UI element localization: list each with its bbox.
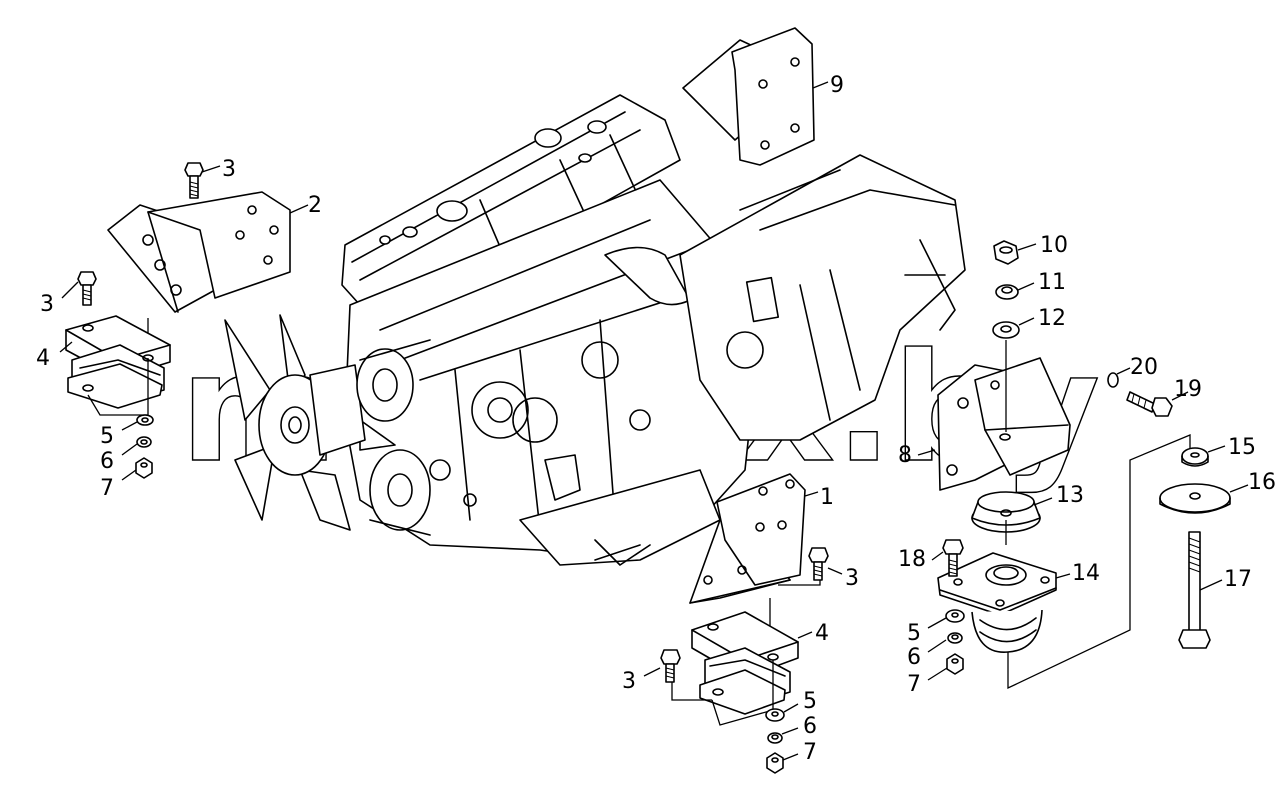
- callout-7: 7: [100, 476, 114, 501]
- callout-2: 2: [308, 193, 322, 218]
- callout-3: 3: [845, 566, 859, 591]
- callout-5: 5: [100, 424, 114, 449]
- part-5-6-7-fasteners-right: [927, 609, 965, 681]
- callout-7: 7: [803, 740, 817, 765]
- callout-11: 11: [1038, 270, 1066, 295]
- callout-16: 16: [1248, 470, 1276, 495]
- callout-3: 3: [222, 157, 236, 182]
- part-4-rubber-pad-bottom: [671, 611, 813, 726]
- callout-13: 13: [1056, 483, 1084, 508]
- callout-7: 7: [907, 672, 921, 697]
- callout-3: 3: [622, 669, 636, 694]
- part-14-engine-damper: [937, 434, 1191, 690]
- callout-5: 5: [907, 621, 921, 646]
- callout-3: 3: [40, 292, 54, 317]
- part-1-front-bracket: [689, 473, 821, 655]
- part-5-6-7-fasteners-bottom: [765, 703, 799, 774]
- part-10-nut: [993, 240, 1037, 265]
- callout-15: 15: [1228, 435, 1256, 460]
- callout-labels: 9 3 2 3 4 5 6 7 10 11 12 20 19 8 15 16 1…: [36, 73, 1276, 765]
- callout-5: 5: [803, 689, 817, 714]
- part-15-washer: [1181, 445, 1226, 467]
- part-4-rubber-pad-left: [59, 315, 171, 416]
- part-3-bolt-left: [61, 271, 97, 306]
- callout-8: 8: [898, 443, 912, 468]
- callout-6: 6: [803, 714, 817, 739]
- part-19-bolt: [1126, 391, 1189, 417]
- part-3-bolt-top: [184, 162, 221, 199]
- callout-20: 20: [1130, 355, 1158, 380]
- engine-assembly: [224, 94, 966, 566]
- part-8-rear-bracket: [917, 340, 1071, 491]
- callout-17: 17: [1224, 567, 1252, 592]
- callout-18: 18: [898, 547, 926, 572]
- callout-6: 6: [100, 449, 114, 474]
- part-3-bolt-center: [808, 547, 843, 581]
- callout-9: 9: [830, 73, 844, 98]
- part-3-bolt-bottom: [643, 649, 681, 683]
- callout-19: 19: [1174, 377, 1202, 402]
- part-9-rear-bracket: [682, 27, 829, 166]
- part-13-rubber-cushion: [971, 491, 1053, 533]
- part-17-long-bolt: [1178, 531, 1223, 649]
- callout-6: 6: [907, 645, 921, 670]
- part-5-6-7-fasteners-left: [121, 414, 154, 481]
- callout-1: 1: [820, 485, 834, 510]
- callout-12: 12: [1038, 306, 1066, 331]
- callout-4: 4: [36, 346, 50, 371]
- callout-4: 4: [815, 621, 829, 646]
- part-11-washer: [995, 282, 1035, 300]
- part-12-washer: [992, 317, 1035, 339]
- callout-14: 14: [1072, 561, 1100, 586]
- part-18-bolt: [931, 539, 964, 577]
- part-16-large-washer: [1159, 483, 1249, 514]
- callout-10: 10: [1040, 233, 1068, 258]
- part-20-washer: [1107, 367, 1131, 388]
